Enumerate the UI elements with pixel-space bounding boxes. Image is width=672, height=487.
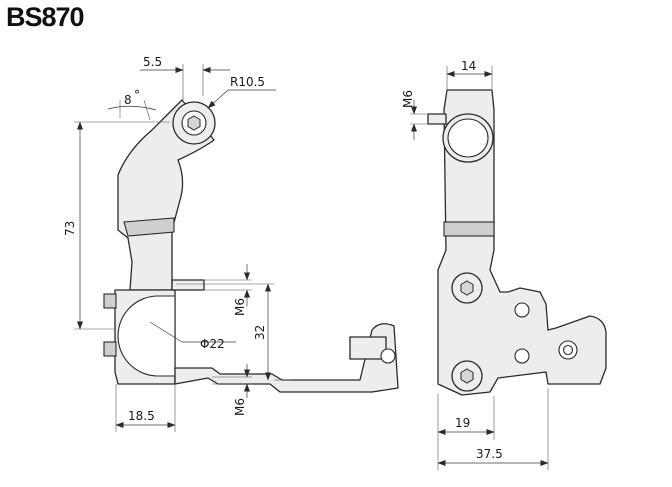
dim-m6-upper-label: M6 (233, 298, 247, 316)
clamp-screw-bottom (103, 341, 117, 357)
dim-73-label: 73 (63, 221, 77, 236)
side-lever-hole (380, 348, 396, 364)
dim-32-label: 32 (253, 325, 267, 340)
dim-m6-front-label: M6 (401, 90, 415, 108)
front-column-band (443, 221, 495, 237)
dim-m6-lower-label: M6 (233, 398, 247, 416)
dim-r10-5-label: R10.5 (230, 75, 265, 89)
front-plate-hole-top (514, 302, 530, 318)
dim-degree-label: ° (134, 88, 140, 102)
hex-socket-icon (187, 115, 201, 131)
dim-5-5-label: 5.5 (143, 55, 162, 69)
handlebar-bore (117, 295, 176, 377)
part-number-title: BS870 (6, 2, 85, 32)
dim-18-5-label: 18.5 (128, 409, 155, 423)
hex-socket-icon (460, 368, 474, 384)
front-stud (427, 113, 447, 125)
hex-socket-icon (460, 280, 474, 296)
front-view: 14 M6 19 37.5 (401, 59, 607, 470)
dim-8-label: 8 (124, 93, 132, 107)
dim-37-5-label: 37.5 (476, 447, 503, 461)
dim-phi22-label: Φ22 (200, 337, 225, 351)
side-stud (171, 279, 205, 291)
dim-19-label: 19 (455, 416, 470, 430)
front-plate-hole-bottom (514, 348, 530, 364)
front-column (437, 89, 607, 396)
side-arm-band (123, 217, 175, 237)
dim-14-label: 14 (461, 59, 476, 73)
side-view: 5.5 R10.5 8 ° 73 M6 32 Φ22 (63, 55, 399, 432)
front-lever-hole-inner (562, 344, 574, 356)
clamp-screw-top (103, 293, 117, 309)
side-lever-pin (349, 336, 387, 360)
front-top-bore (447, 118, 489, 158)
